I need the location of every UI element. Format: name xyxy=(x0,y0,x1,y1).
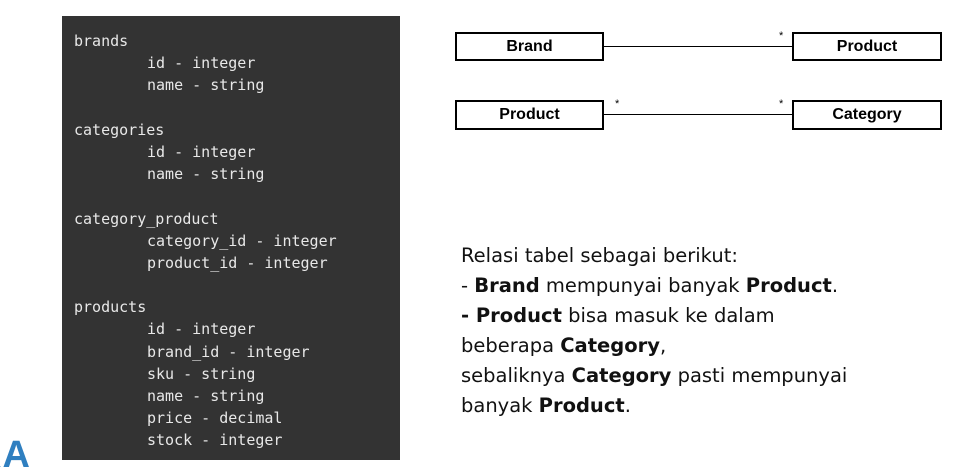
description-line-reverse: sebaliknya Category pasti mempunyai xyxy=(461,364,848,387)
description-line-many-product: banyak Product. xyxy=(461,394,631,417)
table-name-categories: categories xyxy=(74,120,165,139)
column-products-price: price - decimal xyxy=(147,409,283,428)
column-categories-id: id - integer xyxy=(147,142,256,161)
description-line-product: - Product bisa masuk ke dalam xyxy=(461,304,775,327)
table-name-category-product: category_product xyxy=(74,209,219,228)
multiplicity-brand-product-right: * xyxy=(779,30,784,42)
column-categories-name: name - string xyxy=(147,165,265,184)
association-line-product-category xyxy=(604,114,792,115)
multiplicity-product-category-left: * xyxy=(615,98,620,110)
table-name-brands: brands xyxy=(74,32,129,50)
column-products-id: id - integer xyxy=(147,320,256,339)
brand-logo-text: RA xyxy=(0,438,31,470)
column-products-brand-id: brand_id - integer xyxy=(147,342,310,361)
schema-code-panel: brands id - integer name - string catego… xyxy=(62,16,400,460)
uml-box-category: Category xyxy=(792,100,942,130)
uml-box-brand: Brand xyxy=(455,32,604,61)
description-line-brand: - Brand mempunyai banyak Product. xyxy=(461,274,839,297)
table-name-products: products xyxy=(74,298,147,317)
column-category-product-category-id: category_id - integer xyxy=(147,231,337,250)
multiplicity-product-category-right: * xyxy=(779,98,784,110)
column-brands-name: name - string xyxy=(147,76,265,95)
column-products-name: name - string xyxy=(147,387,265,405)
column-products-stock: stock - integer xyxy=(147,431,283,450)
description-line-category: beberapa Category, xyxy=(461,334,667,357)
column-category-product-product-id: product_id - integer xyxy=(147,253,328,272)
column-products-sku: sku - string xyxy=(147,364,256,383)
uml-box-product-2: Product xyxy=(455,100,604,130)
column-brands-id: id - integer xyxy=(147,54,256,73)
brand-logo: RA xyxy=(0,438,60,470)
relation-description: Relasi tabel sebagai berikut: - Brand me… xyxy=(461,241,931,421)
description-title: Relasi tabel sebagai berikut: xyxy=(461,244,738,267)
association-line-brand-product xyxy=(604,46,792,47)
uml-box-product-1: Product xyxy=(792,32,942,61)
